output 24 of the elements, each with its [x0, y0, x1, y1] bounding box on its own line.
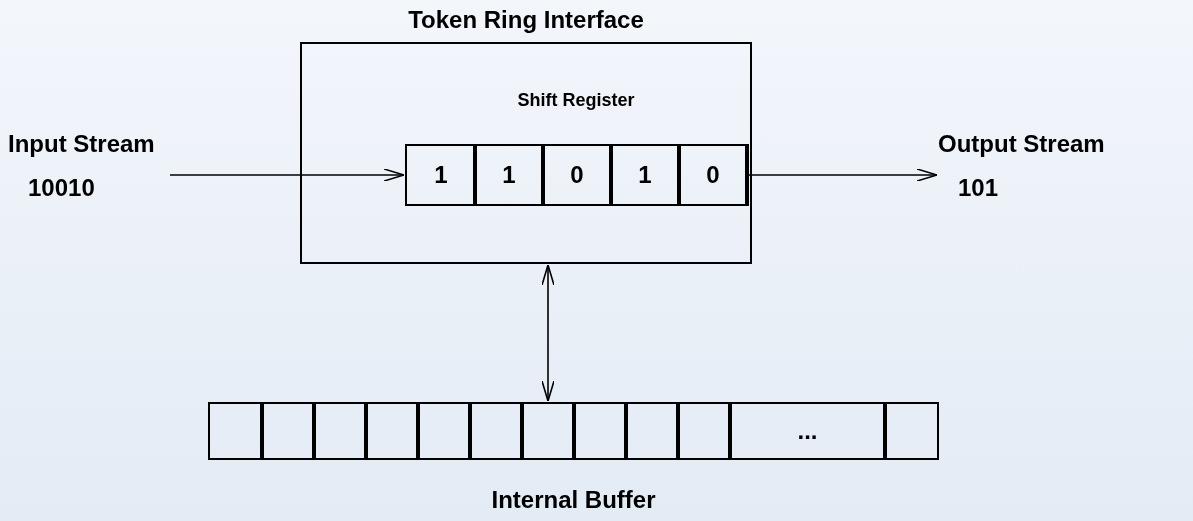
- bit-cell: 0: [541, 144, 613, 206]
- bit-sequence: 10010: [28, 174, 96, 202]
- buffer-cell: [260, 402, 316, 460]
- buffer-cell: [364, 402, 420, 460]
- arrow: [746, 168, 938, 182]
- arrow: [169, 168, 405, 182]
- buffer-cell: [468, 402, 524, 460]
- stream-label: Output Stream: [938, 130, 1106, 158]
- buffer-cell: [572, 402, 628, 460]
- buffer-cell: [312, 402, 368, 460]
- box-title: Token Ring Interface: [407, 6, 645, 34]
- buffer-label: Internal Buffer: [490, 486, 657, 514]
- bit-cell: 1: [609, 144, 681, 206]
- bit-cell: 0: [677, 144, 749, 206]
- buffer-cell: [624, 402, 680, 460]
- stream-label: Input Stream: [8, 130, 156, 158]
- buffer-cell: [416, 402, 472, 460]
- ellipsis-cell: ...: [728, 402, 887, 460]
- buffer-cell: [676, 402, 732, 460]
- double-arrow: [541, 264, 555, 402]
- bit-sequence: 101: [958, 174, 1000, 202]
- buffer-cell: [520, 402, 576, 460]
- register-label: Shift Register: [516, 90, 636, 111]
- bit-cell: 1: [473, 144, 545, 206]
